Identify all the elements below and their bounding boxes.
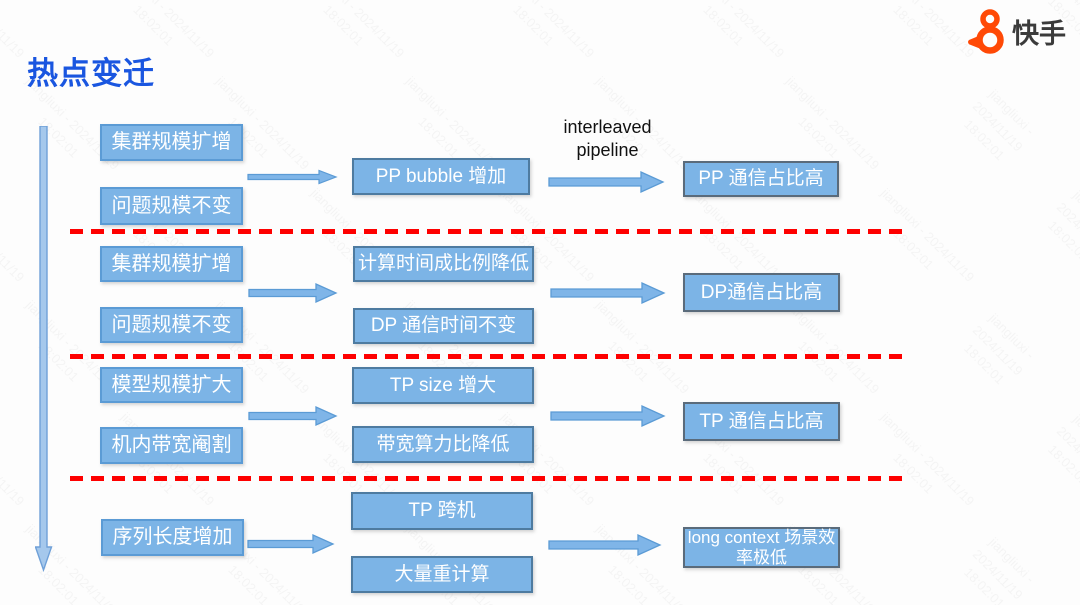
box-r1-cause-1: 集群规模扩增 (100, 124, 243, 161)
box-r3-result: TP 通信占比高 (683, 402, 840, 441)
box-r3-cause-2: 机内带宽阉割 (100, 427, 243, 464)
timeline-down-arrow (35, 126, 53, 572)
right-arrow-block (548, 170, 665, 194)
box-r2-effect-2: DP 通信时间不变 (353, 308, 534, 344)
box-r2-cause-2: 问题规模不变 (100, 307, 243, 343)
box-r1-result: PP 通信占比高 (683, 161, 839, 197)
section-divider-2 (70, 354, 908, 359)
box-r3-cause-1: 模型规模扩大 (100, 367, 243, 403)
page-title: 热点变迁 (27, 56, 155, 91)
box-r2-result: DP通信占比高 (683, 273, 840, 312)
right-arrow-block (248, 282, 338, 304)
section-divider-1 (70, 229, 908, 234)
box-r2-effect-1: 计算时间成比例降低 (353, 246, 534, 282)
kuaishou-camera-icon (968, 9, 1004, 54)
interleaved-pipeline-label: interleaved pipeline (563, 117, 652, 161)
box-r4-effect-2: 大量重计算 (351, 556, 533, 593)
box-r2-cause-1: 集群规模扩增 (100, 246, 243, 282)
box-r3-effect-2: 带宽算力比降低 (352, 426, 534, 463)
box-r4-result: long context 场景效率极低 (683, 527, 840, 568)
right-arrow-block (248, 405, 338, 427)
box-r1-cause-2: 问题规模不变 (100, 187, 243, 225)
kuaishou-logo: 快手 (961, 8, 1066, 54)
right-arrow-block (548, 533, 662, 557)
box-r4-cause-1: 序列长度增加 (101, 519, 244, 556)
right-arrow-block (247, 533, 335, 555)
right-arrow-block (550, 281, 666, 305)
kuaishou-logo-text: 快手 (1012, 18, 1066, 49)
box-r4-effect-1: TP 跨机 (351, 492, 533, 530)
box-r1-effect: PP bubble 增加 (352, 158, 530, 195)
right-arrow-thin (247, 169, 338, 185)
right-arrow-block (550, 404, 666, 428)
box-r3-effect-1: TP size 增大 (352, 367, 534, 404)
section-divider-3 (70, 476, 908, 481)
